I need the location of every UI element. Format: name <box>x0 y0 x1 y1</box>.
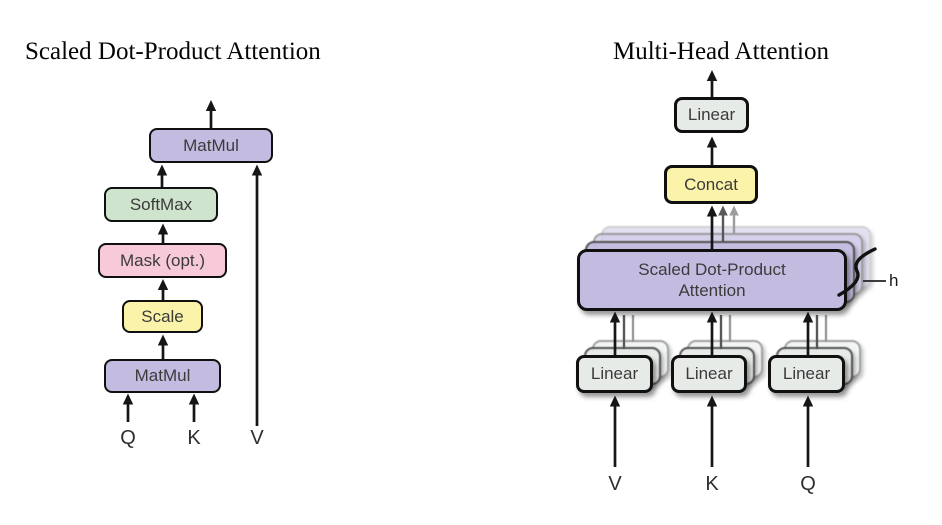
linear-k-label: Linear <box>685 364 733 384</box>
matmul-to-scale-arrow <box>157 334 169 361</box>
left-output-arrow <box>205 100 217 130</box>
v-label: V <box>250 427 264 449</box>
linear-k-to-attention-arrow <box>706 311 718 357</box>
matmul-top-box: MatMul <box>149 128 273 163</box>
right-output-arrow <box>706 70 718 99</box>
scale-to-mask-arrow <box>157 279 169 302</box>
scale-label: Scale <box>141 306 184 326</box>
linear-q-to-attention-arrow <box>802 311 814 357</box>
mask-label: Mask (opt.) <box>119 250 206 270</box>
v-input-line <box>251 164 263 426</box>
q-input-arrow <box>122 393 134 422</box>
linear-out-label: Linear <box>687 105 736 125</box>
concat-box: Concat <box>664 165 758 204</box>
heads-count-label: h <box>889 271 899 290</box>
heads-brace-curve <box>837 247 877 297</box>
attention-to-concat-arrow <box>706 205 718 250</box>
k-input-arrow <box>188 393 200 422</box>
linear-v-label: Linear <box>590 364 639 384</box>
left-diagram-title: Scaled Dot-Product Attention <box>25 38 321 65</box>
k-label-right: K <box>705 473 719 495</box>
softmax-label: SoftMax <box>129 194 193 214</box>
k-input-arrow-right <box>706 395 718 467</box>
q-label-right: Q <box>800 473 816 495</box>
scaled-dot-product-attention-box: Scaled Dot-Product Attention <box>577 249 847 311</box>
k-label: K <box>187 427 201 449</box>
softmax-to-matmul-arrow <box>156 164 168 189</box>
v-label-right: V <box>608 473 622 495</box>
mask-to-softmax-arrow <box>157 223 169 245</box>
linear-q-box: Linear <box>768 355 845 393</box>
linear-q-label: Linear <box>782 364 831 384</box>
linear-v-to-attention-arrow <box>609 311 621 357</box>
v-input-arrow <box>609 395 621 467</box>
linear-out-box: Linear <box>674 97 749 133</box>
right-diagram-title: Multi-Head Attention <box>613 38 829 65</box>
linear-v-box: Linear <box>576 355 653 393</box>
matmul-bottom-box: MatMul <box>104 359 221 393</box>
matmul-top-label: MatMul <box>183 135 239 155</box>
ghost-arrows <box>622 205 828 349</box>
scale-box: Scale <box>122 300 203 333</box>
concat-to-linear-arrow <box>706 136 718 167</box>
scaled-dot-product-attention-label: Scaled Dot-Product Attention <box>638 259 786 300</box>
softmax-box: SoftMax <box>104 187 218 222</box>
mask-box: Mask (opt.) <box>98 243 227 278</box>
matmul-bottom-label: MatMul <box>134 366 191 386</box>
linear-k-box: Linear <box>671 355 747 393</box>
q-input-arrow-right <box>802 395 814 467</box>
q-label: Q <box>120 427 136 449</box>
concat-label: Concat <box>684 174 738 194</box>
